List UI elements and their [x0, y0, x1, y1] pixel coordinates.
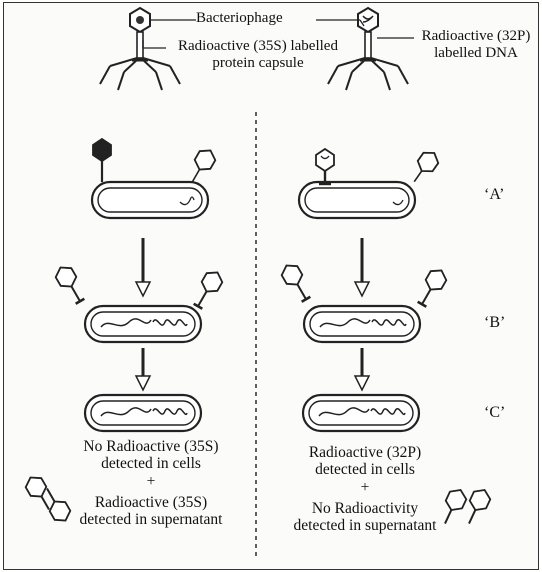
result-right-line3: No Radioactivity [280, 500, 450, 517]
phage-supernatant-right-2 [461, 486, 493, 527]
phage-right-a-empty [407, 148, 442, 187]
cell-left-c [85, 395, 201, 431]
cell-right-a [299, 182, 415, 218]
phage-right-b-1 [279, 261, 314, 304]
label-bacteriophage: Bacteriophage [196, 10, 283, 27]
result-left-line3: Radioactive (35S) [56, 494, 246, 511]
label-p32-line2: labelled DNA [412, 45, 540, 62]
result-right-line4: detected in supernatant [280, 517, 450, 534]
cell-left-a [92, 182, 208, 218]
cell-left-b [85, 306, 201, 342]
phage-left-a-empty [184, 146, 218, 187]
label-s35-protein-capsule: Radioactive (35S) labelled protein capsu… [168, 38, 348, 72]
result-right-line2: detected in cells [280, 461, 450, 478]
step-label-a: ‘A’ [484, 186, 504, 204]
phage-left-b-1 [53, 263, 88, 306]
step-label-c: ‘C’ [484, 404, 505, 422]
result-left-plus: + [56, 473, 246, 490]
cell-right-b [304, 306, 420, 342]
phage-left-b-2 [190, 268, 225, 311]
arrow-left-b-c [136, 348, 150, 390]
cell-right-c [303, 395, 419, 431]
arrow-right-a-b [355, 238, 369, 296]
step-label-b: ‘B’ [484, 314, 505, 332]
phage-right-a-attached [316, 149, 334, 184]
phage-left-a-attached [93, 139, 111, 182]
phage-right-b-2 [414, 266, 449, 309]
result-left: No Radioactive (35S) detected in cells +… [56, 438, 246, 529]
arrow-left-a-b [136, 238, 150, 296]
result-left-line2: detected in cells [56, 455, 246, 472]
label-s35-line2: protein capsule [168, 55, 348, 72]
result-right-plus: + [280, 479, 450, 496]
result-right-line1: Radioactive (32P) [280, 444, 450, 461]
label-p32-dna: Radioactive (32P) labelled DNA [412, 28, 540, 62]
label-p32-line1: Radioactive (32P) [412, 28, 540, 45]
result-left-line1: No Radioactive (35S) [56, 438, 246, 455]
label-s35-line1: Radioactive (35S) labelled [168, 38, 348, 55]
result-right: Radioactive (32P) detected in cells + No… [280, 444, 450, 535]
result-left-line4: detected in supernatant [56, 511, 246, 528]
arrow-right-b-c [355, 348, 369, 390]
